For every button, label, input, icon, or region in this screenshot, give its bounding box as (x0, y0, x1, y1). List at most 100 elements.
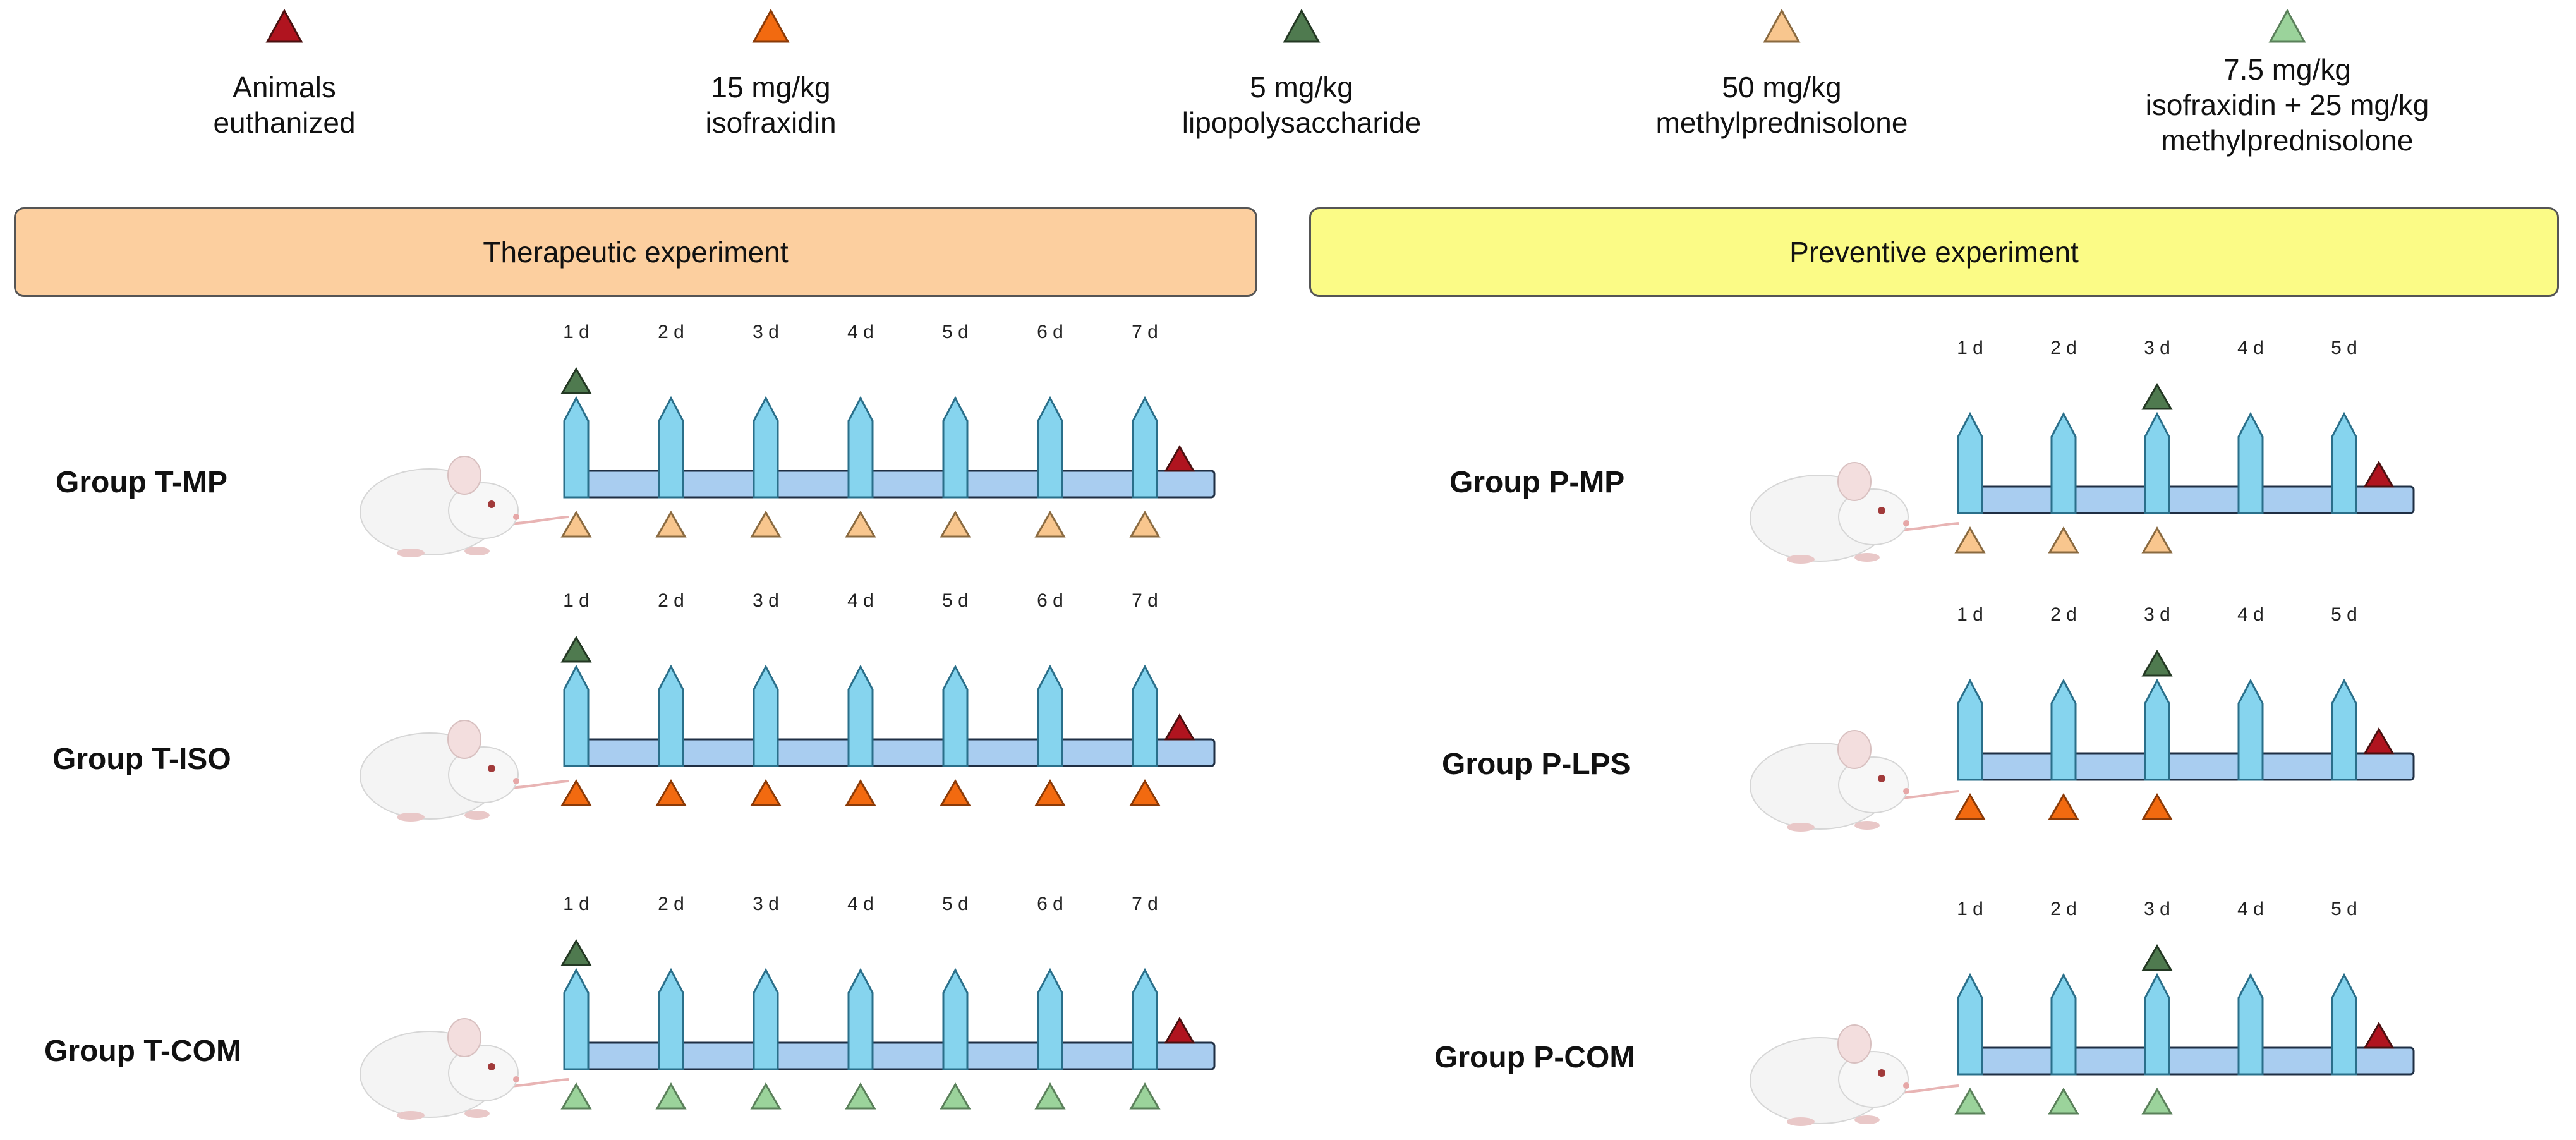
day-marker (847, 664, 874, 767)
day-label: 6 d (1037, 590, 1063, 611)
day-marker (942, 396, 969, 499)
legend-euthanized: Animals euthanized (63, 0, 505, 140)
group-label-t-iso: Group T-ISO (52, 743, 231, 776)
day-marker (658, 664, 684, 767)
day-label: 2 d (2050, 604, 2077, 625)
legend-isofraxidin-line-1: 15 mg/kg (711, 71, 831, 104)
euthanized-triangle (1164, 1017, 1195, 1044)
day-marker (847, 396, 874, 499)
legend-lps: 5 mg/kg lipopolysaccharide (1080, 0, 1523, 140)
day-marker (2331, 411, 2357, 514)
treatment-triangle (750, 511, 782, 538)
mouse-icon (1750, 462, 1959, 564)
legend-lps-line-1: 5 mg/kg (1250, 71, 1353, 104)
treatment-triangle (1129, 779, 1161, 806)
day-marker (2144, 411, 2170, 514)
treatment-triangle (2141, 793, 2173, 820)
day-marker (2331, 973, 2357, 1076)
legend-mp-text: 50 mg/kg methylprednisolone (1561, 70, 2003, 140)
day-marker (2237, 411, 2264, 514)
treatment-triangle (940, 779, 971, 806)
treatment-triangle (560, 1082, 592, 1110)
day-label: 7 d (1132, 322, 1158, 343)
day-marker (563, 967, 590, 1070)
legend-mp: 50 mg/kg methylprednisolone (1561, 0, 2003, 140)
euthanized-triangle (1164, 445, 1195, 472)
legend-combo-line-3: methylprednisolone (2161, 124, 2414, 157)
treatment-triangle (750, 1082, 782, 1110)
mouse-p-com (1731, 1005, 1959, 1134)
day-marker (942, 664, 969, 767)
group-label-t-com: Group T-COM (44, 1034, 241, 1068)
day-label: 1 d (1957, 604, 1983, 625)
therapeutic-banner: Therapeutic experiment (14, 207, 1257, 297)
lps-triangle (560, 367, 592, 394)
day-marker (2050, 678, 2077, 781)
day-marker (658, 396, 684, 499)
mouse-icon (360, 1018, 569, 1120)
treatment-triangle (1034, 779, 1066, 806)
day-label: 1 d (563, 894, 590, 914)
mouse-icon (1750, 1024, 1959, 1126)
day-label: 3 d (753, 894, 779, 914)
mouse-t-iso (341, 700, 569, 830)
treatment-triangle (940, 1082, 971, 1110)
legend-lps-line-2: lipopolysaccharide (1182, 106, 1422, 139)
day-label: 1 d (1957, 337, 1983, 358)
day-label: 3 d (2144, 604, 2170, 625)
dark-red-triangle-icon (265, 9, 303, 43)
day-label: 6 d (1037, 894, 1063, 914)
legend-combo-line-2: isofraxidin + 25 mg/kg (2145, 88, 2429, 121)
treatment-triangle (655, 511, 687, 538)
treatment-triangle (1129, 511, 1161, 538)
treatment-triangle (1954, 526, 1986, 554)
preventive-banner: Preventive experiment (1309, 207, 2559, 297)
day-marker (2050, 411, 2077, 514)
legend-euthanized-line-2: euthanized (213, 106, 356, 139)
orange-triangle-icon (752, 9, 790, 43)
day-label: 5 d (2331, 604, 2357, 625)
legend-combo-text: 7.5 mg/kg isofraxidin + 25 mg/kg methylp… (2066, 52, 2508, 158)
day-label: 6 d (1037, 322, 1063, 343)
day-label: 3 d (2144, 899, 2170, 919)
legend-euthanized-line-1: Animals (233, 71, 336, 104)
day-marker (658, 967, 684, 1070)
euthanized-triangle (2363, 727, 2395, 755)
day-marker (1037, 967, 1063, 1070)
euthanized-triangle (2363, 1022, 2395, 1049)
day-label: 5 d (942, 590, 969, 611)
day-label: 4 d (2237, 337, 2264, 358)
day-label: 4 d (847, 894, 874, 914)
day-marker (1132, 396, 1158, 499)
day-label: 4 d (2237, 899, 2264, 919)
day-marker (753, 664, 779, 767)
day-marker (753, 967, 779, 1070)
treatment-triangle (750, 779, 782, 806)
treatment-triangle (845, 511, 876, 538)
treatment-triangle (655, 779, 687, 806)
day-marker (2144, 973, 2170, 1076)
day-marker (847, 967, 874, 1070)
treatment-triangle (2048, 793, 2079, 820)
day-marker (1037, 664, 1063, 767)
group-label-p-com: Group P-COM (1434, 1041, 1635, 1074)
legend-mp-line-2: methylprednisolone (1655, 106, 1908, 139)
treatment-triangle (560, 779, 592, 806)
legend-combo: 7.5 mg/kg isofraxidin + 25 mg/kg methylp… (2066, 0, 2508, 158)
day-label: 2 d (658, 894, 684, 914)
mouse-icon (360, 720, 569, 822)
day-marker (1957, 411, 1983, 514)
day-marker (563, 396, 590, 499)
treatment-triangle (655, 1082, 687, 1110)
day-label: 7 d (1132, 590, 1158, 611)
day-label: 2 d (2050, 337, 2077, 358)
day-marker (563, 664, 590, 767)
treatment-triangle (1034, 511, 1066, 538)
day-marker (1957, 973, 1983, 1076)
treatment-triangle (1129, 1082, 1161, 1110)
day-label: 4 d (847, 322, 874, 343)
treatment-triangle (1034, 1082, 1066, 1110)
